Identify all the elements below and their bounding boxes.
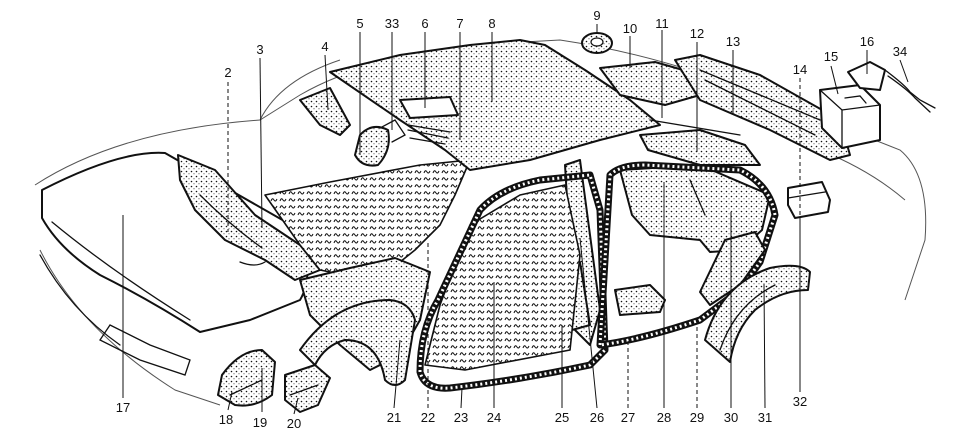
callout-28: 28	[657, 410, 671, 425]
rear-small-box	[787, 181, 831, 219]
callout-31: 31	[758, 410, 772, 425]
callout-2: 2	[224, 65, 231, 80]
callout-10: 10	[623, 21, 637, 36]
rear-parcel-shelf	[599, 54, 851, 161]
hood-insulation	[39, 151, 309, 376]
callout-33: 33	[385, 16, 399, 31]
callout-16: 16	[860, 34, 874, 49]
rear-door-seal	[596, 161, 779, 349]
roof-console	[354, 96, 459, 167]
callout-18: 18	[219, 412, 233, 427]
callout-5: 5	[356, 16, 363, 31]
rear-door-inner	[614, 231, 766, 316]
callout-7: 7	[456, 16, 463, 31]
callout-15: 15	[824, 49, 838, 64]
callout-26: 26	[590, 410, 604, 425]
a-pillar-trim	[299, 87, 351, 136]
callout-9: 9	[593, 8, 600, 23]
callout-22: 22	[421, 410, 435, 425]
sunroof-pad	[581, 32, 613, 54]
firewall-insulation	[177, 154, 321, 281]
callout-8: 8	[488, 16, 495, 31]
callout-3: 3	[256, 42, 263, 57]
callout-12: 12	[690, 26, 704, 41]
callout-19: 19	[253, 415, 267, 430]
front-wheel-parts	[217, 349, 331, 413]
callout-20: 20	[287, 416, 301, 431]
callout-4: 4	[321, 39, 328, 54]
callout-23: 23	[454, 410, 468, 425]
callout-25: 25	[555, 410, 569, 425]
callout-21: 21	[387, 410, 401, 425]
callout-34: 34	[893, 44, 907, 59]
callout-6: 6	[421, 16, 428, 31]
callout-30: 30	[724, 410, 738, 425]
callout-labels: 2 3 4 5 33 6 7 8 9 10 11 12 13 14 15 16 …	[116, 8, 907, 431]
rear-cross-member	[639, 119, 761, 166]
callout-17: 17	[116, 400, 130, 415]
leader-lines	[122, 24, 909, 415]
callout-24: 24	[487, 410, 501, 425]
callout-11: 11	[655, 16, 669, 31]
callout-27: 27	[621, 410, 635, 425]
callout-32: 32	[793, 394, 807, 409]
battery-and-bracket	[819, 61, 936, 149]
front-wheel-arch	[299, 299, 416, 386]
callout-14: 14	[793, 62, 807, 77]
callout-13: 13	[726, 34, 740, 49]
roof-headliner	[329, 39, 661, 171]
front-floor-mat	[264, 159, 471, 279]
callout-29: 29	[690, 410, 704, 425]
